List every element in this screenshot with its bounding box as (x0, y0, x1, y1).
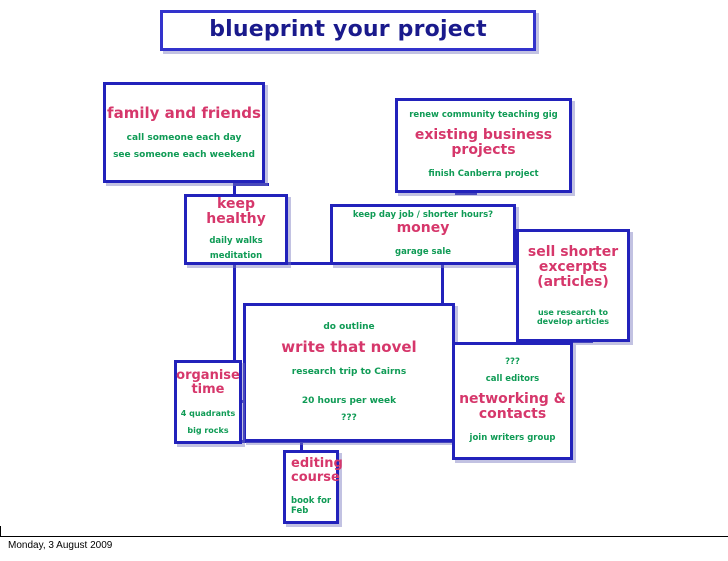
node-money-sub-below: garage sale (394, 247, 452, 258)
node-sell-shorter-excerpts[interactable]: sell shorter excerpts (articles) use res… (516, 229, 630, 342)
node-editing-label: editing course (291, 456, 343, 486)
node-money[interactable]: keep day job / shorter hours? money gara… (330, 204, 516, 265)
footer-date: Monday, 3 August 2009 (8, 540, 113, 551)
node-excerpts-sub-1: use research to develop articles (536, 307, 610, 327)
node-write-that-novel[interactable]: do outline write that novel research tri… (243, 303, 455, 442)
node-family-sub-2: see someone each weekend (113, 150, 255, 161)
footer-divider-left (0, 526, 1, 537)
node-existing-business-projects[interactable]: renew community teaching gig existing bu… (395, 98, 572, 193)
node-healthy-label: keep healthy (206, 196, 266, 228)
connector-healthy-money (286, 262, 332, 265)
node-business-sub-above: renew community teaching gig (409, 110, 558, 121)
node-money-label: money (396, 219, 450, 236)
node-novel-label: write that novel (281, 338, 417, 357)
page-title: blueprint your project (209, 17, 487, 43)
node-novel-sub-3: ??? (341, 412, 357, 423)
node-editing-course[interactable]: editing course book for Feb (283, 450, 343, 524)
node-healthy-sub-1: daily walks (209, 235, 263, 246)
node-family-sub-1: call someone each day (126, 132, 242, 143)
node-novel-sub-above: do outline (323, 321, 375, 332)
node-family-label: family and friends (107, 103, 261, 122)
node-organise-time[interactable]: organise time 4 quadrants big rocks (174, 360, 242, 444)
node-networking-sub-below: join writers group (469, 432, 556, 443)
node-novel-sub-1: research trip to Cairns (291, 367, 407, 378)
node-excerpts-label: sell shorter excerpts (articles) (527, 243, 619, 290)
node-business-sub-below: finish Canberra project (428, 169, 539, 180)
node-organise-sub-2: big rocks (187, 425, 229, 435)
slide-title-box: blueprint your project (160, 10, 536, 51)
node-organise-sub-1: 4 quadrants (180, 409, 236, 419)
node-networking-label: networking & contacts (459, 390, 566, 422)
node-networking-and-contacts[interactable]: ??? call editors networking & contacts j… (452, 342, 573, 460)
node-money-sub-above: keep day job / shorter hours? (352, 210, 494, 221)
connector-business-money (455, 192, 477, 195)
connector-healthy-stem (233, 183, 236, 196)
connector-family-healthy (235, 183, 269, 186)
node-networking-sub-above-2: call editors (485, 374, 540, 384)
connector-editing-stem (300, 440, 303, 452)
node-keep-healthy[interactable]: keep healthy daily walks meditation (184, 194, 288, 265)
node-family-and-friends[interactable]: family and friends call someone each day… (103, 82, 265, 183)
connector-healthy-down (233, 263, 236, 363)
node-editing-sub-1: book for Feb (291, 496, 332, 517)
footer-divider (0, 536, 728, 537)
node-business-label: existing business projects (414, 126, 553, 158)
node-organise-label: organise time (176, 368, 240, 398)
node-novel-sub-2: 20 hours per week (301, 395, 397, 406)
node-healthy-sub-2: meditation (209, 251, 263, 262)
node-networking-sub-above-1: ??? (505, 357, 520, 368)
